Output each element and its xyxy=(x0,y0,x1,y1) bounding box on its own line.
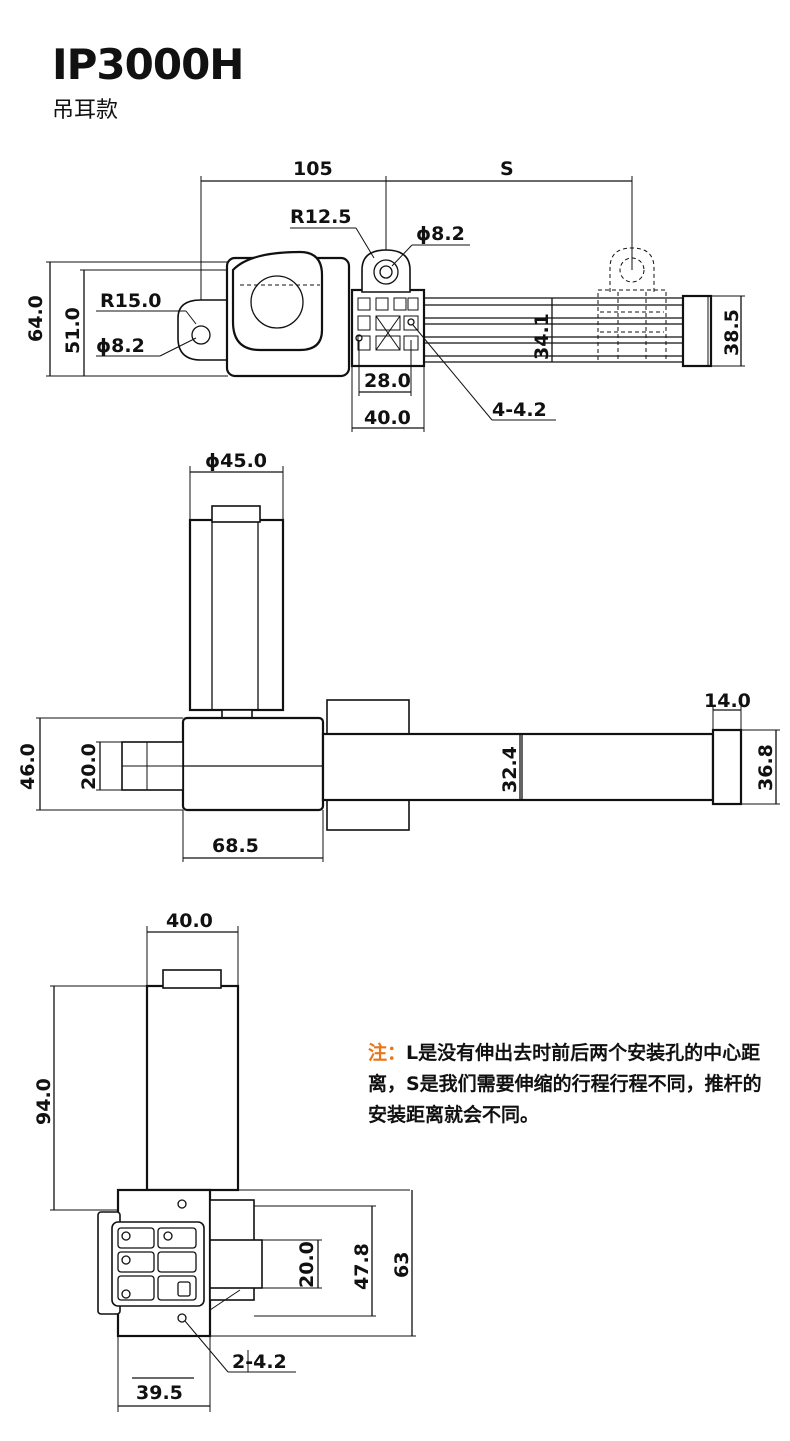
dim-105: 105 xyxy=(293,158,333,180)
rod-end-side xyxy=(711,728,743,806)
dim-phi8-left: ϕ8.2 xyxy=(96,335,145,357)
rod-rails xyxy=(424,297,688,363)
gearbox-housing xyxy=(181,716,325,812)
variant-subtitle: 吊耳款 xyxy=(52,98,119,123)
dim-46: 46.0 xyxy=(17,743,39,790)
dim-51: 51.0 xyxy=(62,307,84,354)
motor-end-cap xyxy=(211,505,261,523)
note-body: L是没有伸出去时前后两个安装孔的中心距离，S是我们需要伸缩的行程行程不同，推杆的… xyxy=(368,1042,762,1126)
model-title: IP3000H xyxy=(52,40,244,89)
rear-mount-hole xyxy=(191,325,211,345)
side-view: ϕ45.0 46.0 20.0 32.4 36.8 xyxy=(17,450,780,862)
dim-stroke-s: S xyxy=(500,158,514,180)
dim-47-8: 47.8 xyxy=(351,1243,373,1290)
dim-32-4: 32.4 xyxy=(499,746,521,793)
note-text-block: 注：L是没有伸出去时前后两个安装孔的中心距离，S是我们需要伸缩的行程行程不同，推… xyxy=(368,1038,768,1131)
rod-end-cap xyxy=(681,294,713,368)
end-view: 40.0 94.0 20.0 47. xyxy=(33,910,416,1412)
dim-36-8: 36.8 xyxy=(755,744,777,791)
note-label: 注： xyxy=(368,1042,407,1064)
dim-40-end: 40.0 xyxy=(166,910,213,932)
dim-68-5: 68.5 xyxy=(212,835,259,857)
dim-r12-5: R12.5 xyxy=(290,206,352,228)
rear-mount-ear xyxy=(177,299,235,361)
front-ear-hole xyxy=(379,265,393,279)
extended-ear-phantom xyxy=(597,247,667,363)
dim-phi45: ϕ45.0 xyxy=(205,450,267,472)
dim-14: 14.0 xyxy=(704,690,751,712)
front-ear xyxy=(361,249,411,293)
dim-39-5: 39.5 xyxy=(136,1382,183,1404)
dim-40-top: 40.0 xyxy=(364,407,411,429)
motor-bore xyxy=(250,275,304,329)
dim-holes-2: 2-4.2 xyxy=(232,1351,287,1373)
dim-r15: R15.0 xyxy=(100,290,162,312)
dim-38-5: 38.5 xyxy=(721,309,743,356)
dim-63: 63 xyxy=(391,1252,413,1278)
dim-64: 64.0 xyxy=(25,295,47,342)
dim-phi8-right: ϕ8.2 xyxy=(416,223,465,245)
dim-20-side: 20.0 xyxy=(78,743,100,790)
motor-cap xyxy=(231,250,324,352)
dim-34-1: 34.1 xyxy=(531,313,553,360)
extension-tube xyxy=(321,732,715,802)
motor-tube-end xyxy=(145,984,240,1192)
motor-tube xyxy=(188,518,285,712)
dim-28: 28.0 xyxy=(364,370,411,392)
dim-holes-4: 4-4.2 xyxy=(492,399,547,421)
dim-94: 94.0 xyxy=(33,1078,55,1125)
dim-20-end: 20.0 xyxy=(296,1241,318,1288)
top-view: 105 S xyxy=(25,158,745,432)
